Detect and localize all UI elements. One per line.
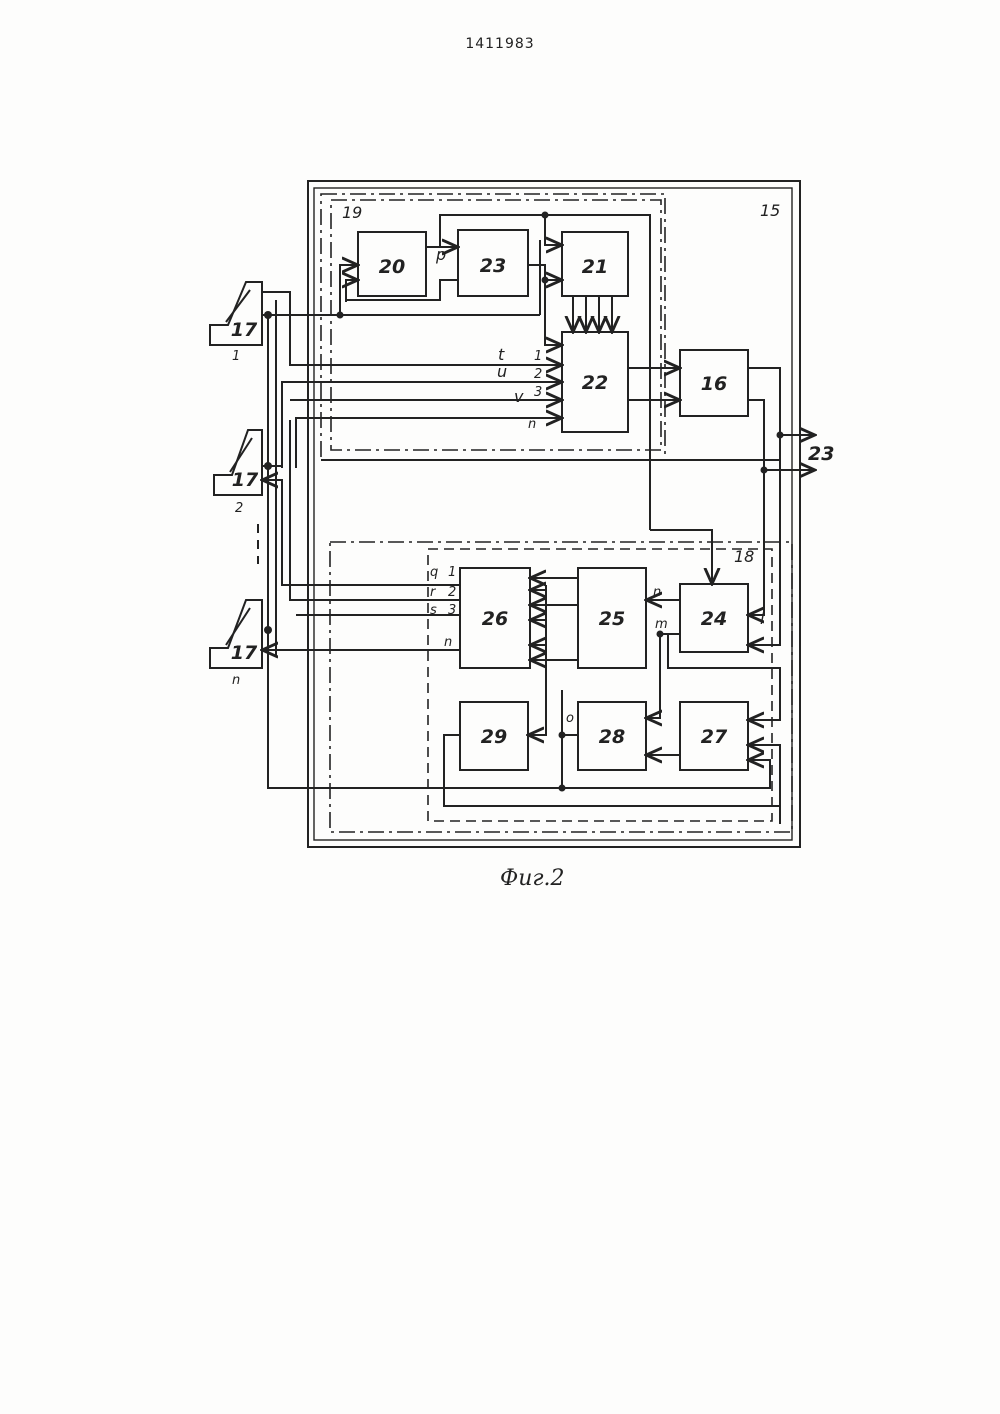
figure-caption: Фиг.2 — [500, 866, 620, 891]
label-16: 16 — [701, 373, 727, 395]
label-21: 21 — [582, 256, 608, 278]
label-24: 24 — [701, 608, 727, 630]
input26-1: 1 — [448, 565, 456, 580]
terminal-1-label: 17 — [231, 319, 258, 341]
terminal-1-index: 1 — [232, 349, 240, 364]
signal-r: r — [430, 585, 437, 600]
label-18: 18 — [734, 547, 754, 566]
signal-q: q — [430, 565, 438, 580]
signal-m: m — [655, 617, 668, 632]
input22-3: 3 — [534, 385, 542, 400]
signal-p: p — [435, 245, 446, 264]
label-15: 15 — [760, 201, 780, 220]
label-28: 28 — [599, 726, 625, 748]
input22-2: 2 — [534, 367, 542, 382]
input22-1: 1 — [534, 349, 542, 364]
label-25: 25 — [599, 608, 625, 630]
terminal-n-label: 17 — [231, 642, 258, 664]
signal-s: s — [430, 603, 437, 618]
label-29: 29 — [481, 726, 507, 748]
label-23: 23 — [480, 255, 506, 277]
signal-l: l — [760, 609, 765, 628]
signal-n: n — [653, 585, 661, 600]
label-19: 19 — [342, 203, 362, 222]
junction-dots — [264, 212, 784, 792]
label-20: 20 — [379, 256, 405, 278]
frame-18-inner — [428, 549, 772, 821]
input22-n: n — [528, 417, 536, 432]
label-22: 22 — [582, 372, 608, 394]
input26-2: 2 — [448, 585, 456, 600]
signal-v: v — [514, 387, 524, 406]
signal-u: u — [497, 362, 507, 381]
signal-o: o — [566, 711, 574, 726]
label-27: 27 — [701, 726, 728, 748]
terminal-2-label: 17 — [232, 469, 259, 491]
label-out-23: 23 — [808, 443, 834, 465]
input26-3: 3 — [448, 603, 456, 618]
input26-n: n — [444, 635, 452, 650]
terminal-n-index: n — [232, 673, 240, 688]
label-26: 26 — [482, 608, 508, 630]
frame-19-outer — [321, 194, 665, 460]
terminal-2-index: 2 — [235, 501, 243, 516]
